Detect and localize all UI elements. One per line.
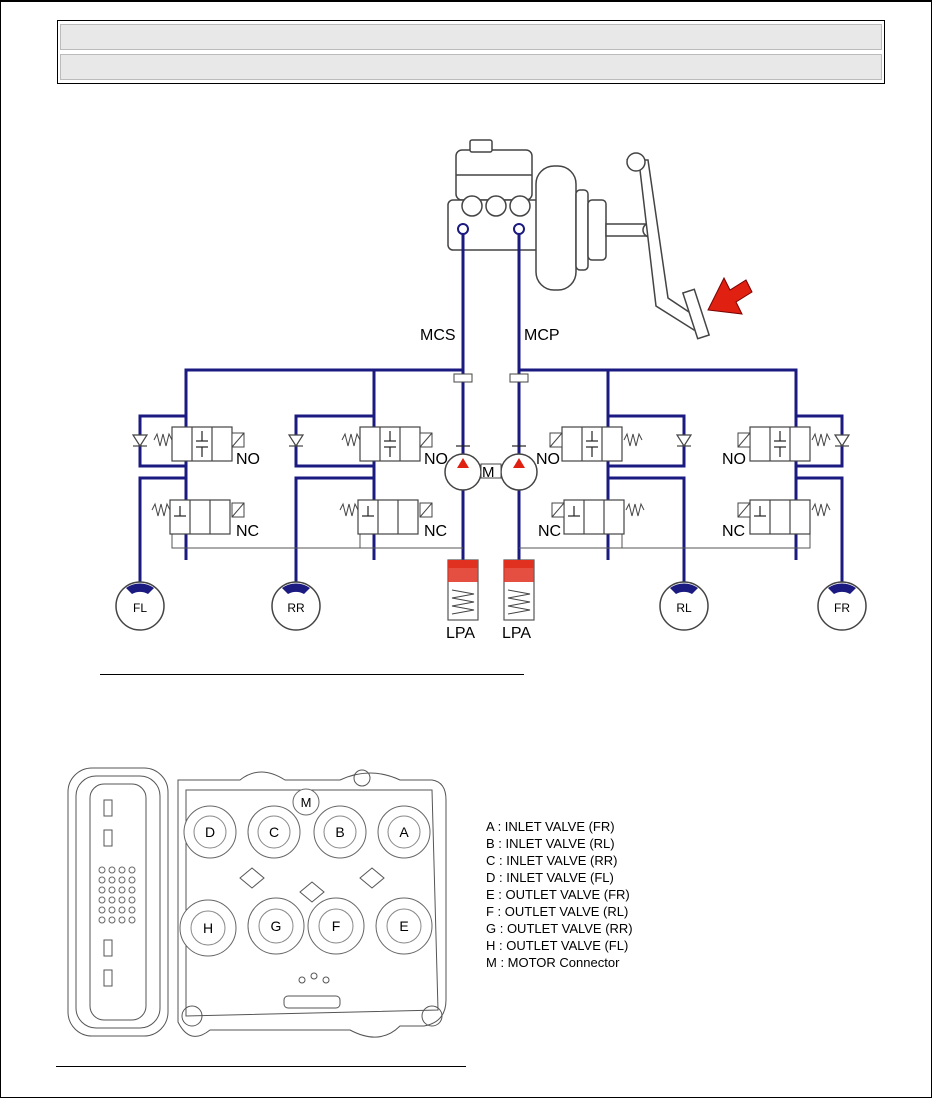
motor-label: M	[482, 464, 495, 481]
mcp-port	[513, 223, 525, 235]
port-f: F	[307, 897, 365, 955]
lpa-mcp	[503, 559, 535, 621]
brake-lines	[138, 229, 844, 585]
mcs-sensor	[453, 373, 473, 383]
mcp-label: MCP	[524, 327, 560, 344]
legend-item-b: B : INLET VALVE (RL)	[486, 836, 615, 851]
no-valve-fl	[132, 426, 245, 462]
pump-motor: M	[480, 463, 502, 481]
legend-item-g: G : OUTLET VALVE (RR)	[486, 921, 633, 936]
port-legend: A : INLET VALVE (FR) B : INLET VALVE (RL…	[486, 818, 633, 971]
hydraulic-circuit-diagram: MCS MCP	[115, 139, 867, 642]
lpa-label-mcp: LPA	[502, 625, 531, 642]
legend-item-e: E : OUTLET VALVE (FR)	[486, 887, 630, 902]
no-valve-fr	[737, 426, 850, 462]
port-e: E	[375, 897, 433, 955]
wheel-rl-label: RL	[676, 601, 692, 615]
no-valve-rr	[288, 426, 433, 462]
port-b: B	[313, 805, 367, 859]
no-valve-rl	[549, 426, 692, 462]
port-d: D	[183, 805, 237, 859]
port-a-label: A	[399, 824, 409, 840]
legend-item-f: F : OUTLET VALVE (RL)	[486, 904, 629, 919]
mcp-sensor	[509, 373, 529, 383]
port-m-label: M	[301, 795, 312, 810]
wheel-rr-label: RR	[287, 601, 305, 615]
return-lines	[171, 530, 811, 549]
wheel-fr: FR	[817, 581, 867, 631]
pump-mcp	[500, 445, 538, 491]
nc-label-fl: NC	[236, 523, 259, 540]
lpa-label-mcs: LPA	[446, 625, 475, 642]
legend-item-h: H : OUTLET VALVE (FL)	[486, 938, 629, 953]
nc-valve-fl	[151, 499, 245, 535]
wheel-fl-label: FL	[133, 601, 147, 615]
port-c-label: C	[269, 824, 279, 840]
mcs-label: MCS	[420, 327, 456, 344]
header-subtitle-bar	[60, 54, 882, 80]
port-d-label: D	[205, 824, 215, 840]
wheel-rr: RR	[271, 581, 321, 631]
port-g: G	[247, 897, 305, 955]
nc-valve-rl	[551, 499, 645, 535]
port-h-label: H	[203, 920, 213, 936]
legend-item-a: A : INLET VALVE (FR)	[486, 819, 615, 834]
no-label-rr: NO	[424, 451, 448, 468]
port-f-label: F	[332, 918, 341, 934]
wheel-rl: RL	[659, 581, 709, 631]
nc-valve-fr	[737, 499, 831, 535]
master-cylinder-assembly	[447, 139, 711, 340]
port-a: A	[377, 805, 431, 859]
no-label-rl: NO	[536, 451, 560, 468]
mcs-port	[457, 223, 469, 235]
port-g-label: G	[271, 918, 282, 934]
divider-rule-2	[56, 1066, 466, 1067]
hcu-block-diagram: M D C B A H	[67, 767, 447, 1038]
legend-item-m: M : MOTOR Connector	[486, 955, 620, 970]
top-border	[0, 0, 932, 2]
port-e-label: E	[399, 918, 408, 934]
nc-label-rr: NC	[424, 523, 447, 540]
wheel-fr-label: FR	[834, 601, 850, 615]
pedal-force-arrow-icon	[707, 276, 753, 315]
no-label-fl: NO	[236, 451, 260, 468]
header-box	[57, 20, 885, 84]
wheel-fl: FL	[115, 581, 165, 631]
port-m: M	[292, 788, 320, 816]
no-label-fr: NO	[722, 451, 746, 468]
nc-label-fr: NC	[722, 523, 745, 540]
nc-label-rl: NC	[538, 523, 561, 540]
header-title-bar	[60, 24, 882, 50]
lpa-mcs	[447, 559, 479, 621]
port-b-label: B	[335, 824, 344, 840]
legend-item-c: C : INLET VALVE (RR)	[486, 853, 618, 868]
port-c: C	[247, 805, 301, 859]
nc-valve-rr	[339, 499, 433, 535]
divider-rule-1	[100, 674, 524, 675]
legend-item-d: D : INLET VALVE (FL)	[486, 870, 614, 885]
port-h: H	[179, 899, 237, 957]
